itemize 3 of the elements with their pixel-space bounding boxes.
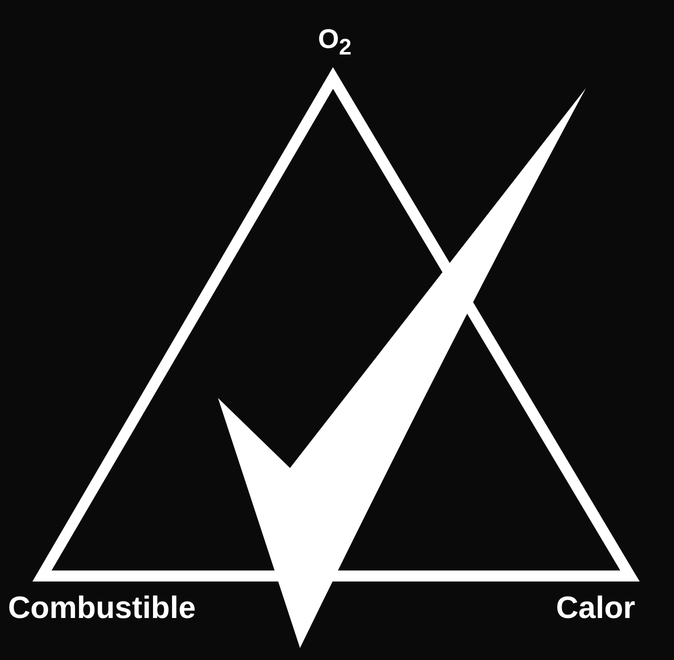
- vertex-label: Calor: [556, 592, 636, 623]
- vertex-label: Combustible: [8, 592, 196, 623]
- vertex-label: O$_{2}$: [318, 26, 352, 59]
